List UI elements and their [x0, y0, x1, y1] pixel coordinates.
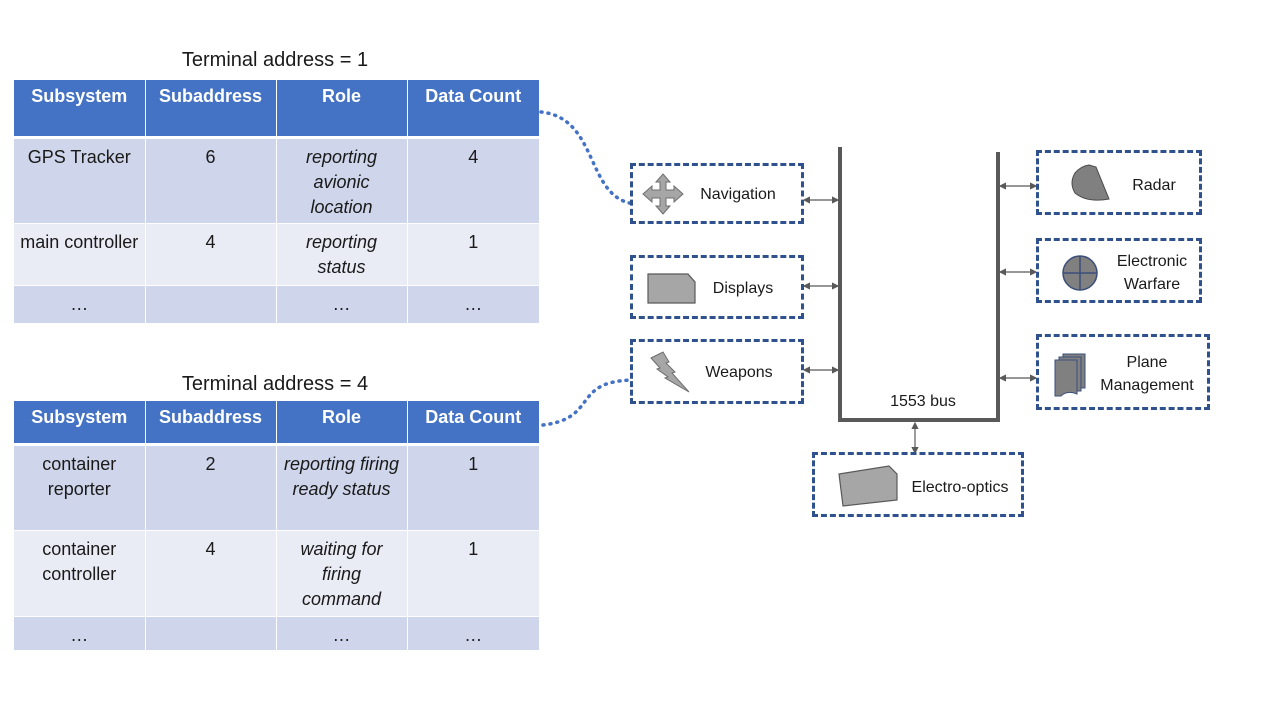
weapons-box: Weapons	[630, 339, 804, 404]
header-role: Role	[276, 401, 408, 446]
table-row: container controller 4 waiting for firin…	[14, 530, 539, 617]
weapons-label: Weapons	[705, 364, 773, 381]
header-role: Role	[276, 80, 408, 139]
bus-label: 1553 bus	[890, 393, 956, 410]
plane-management-label: Plane Management	[1100, 354, 1194, 394]
terminal-4-table: Subsystem Subaddress Role Data Count con…	[14, 401, 539, 651]
cell-subaddress: 4	[145, 530, 277, 617]
cell-subsystem: GPS Tracker	[14, 137, 146, 224]
table-row: … … …	[14, 616, 539, 651]
cell-subaddress	[145, 285, 277, 324]
electronic-warfare-label: Electronic Warfare	[1116, 253, 1188, 293]
cell-role: reporting avionic location	[276, 137, 408, 224]
electronic-warfare-box: Electronic Warfare	[1036, 238, 1202, 303]
cell-subsystem: container reporter	[14, 444, 146, 531]
cell-subaddress: 6	[145, 137, 277, 224]
table-1-caption: Terminal address = 1	[181, 49, 369, 71]
table-2-link	[541, 378, 638, 427]
electro-optics-box: Electro-optics	[812, 452, 1024, 517]
cell-role: reporting status	[276, 223, 408, 286]
table-row: … … …	[14, 285, 539, 324]
cell-role: …	[276, 616, 408, 651]
radar-box: Radar	[1036, 150, 1202, 215]
cell-data-count: …	[407, 285, 539, 324]
table-2-caption: Terminal address = 4	[181, 373, 369, 395]
cell-subsystem: container controller	[14, 530, 146, 617]
plane-management-box: Plane Management	[1036, 334, 1210, 410]
header-subsystem: Subsystem	[14, 401, 146, 446]
electro-optics-label: Electro-optics	[911, 479, 1009, 496]
cell-subsystem: …	[14, 285, 146, 324]
cell-subsystem: …	[14, 616, 146, 651]
table-1-link	[539, 110, 638, 206]
cell-subaddress	[145, 616, 277, 651]
displays-box: Displays	[630, 255, 804, 319]
table-row: main controller 4 reporting status 1	[14, 223, 539, 286]
header-data-count: Data Count	[407, 401, 539, 446]
stacked-documents-icon	[1054, 353, 1086, 397]
cell-subaddress: 2	[145, 444, 277, 531]
cell-data-count: 1	[407, 530, 539, 617]
cell-subsystem: main controller	[14, 223, 146, 286]
cell-role: reporting firing ready status	[276, 444, 408, 531]
optical-sensor-icon	[838, 465, 898, 507]
four-way-arrows-icon	[642, 173, 684, 215]
bus-line	[838, 147, 1000, 422]
navigation-label: Navigation	[700, 186, 776, 203]
navigation-box: Navigation	[630, 163, 804, 224]
cell-data-count: 1	[407, 444, 539, 531]
header-subaddress: Subaddress	[145, 80, 277, 139]
cell-data-count: 1	[407, 223, 539, 286]
table-row: GPS Tracker 6 reporting avionic location…	[14, 137, 539, 224]
cell-subaddress: 4	[145, 223, 277, 286]
cell-data-count: …	[407, 616, 539, 651]
lightning-icon	[650, 351, 690, 393]
radar-dish-icon	[1071, 164, 1110, 201]
cell-role: waiting for firing command	[276, 530, 408, 617]
crosshair-circle-icon	[1062, 255, 1098, 291]
radar-label: Radar	[1132, 177, 1176, 194]
header-subaddress: Subaddress	[145, 401, 277, 446]
cell-data-count: 4	[407, 137, 539, 224]
cell-role: …	[276, 285, 408, 324]
display-panel-icon	[647, 273, 696, 304]
header-data-count: Data Count	[407, 80, 539, 139]
displays-label: Displays	[712, 280, 774, 297]
terminal-1-table: Subsystem Subaddress Role Data Count GPS…	[14, 80, 539, 324]
header-subsystem: Subsystem	[14, 80, 146, 139]
table-row: container reporter 2 reporting firing re…	[14, 444, 539, 531]
